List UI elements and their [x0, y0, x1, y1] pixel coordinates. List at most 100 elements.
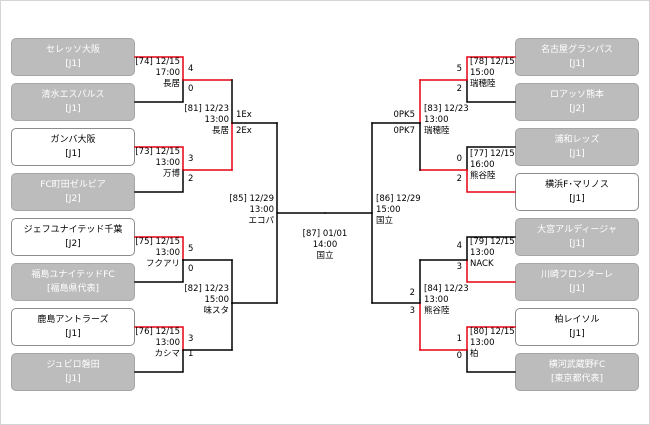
score-m74-bottom: 0 — [188, 84, 194, 94]
team-box-kashiwa-reysol[interactable]: 柏レイソル [J1] — [515, 308, 639, 346]
team-box-jubilo-iwata[interactable]: ジュビロ磐田 [J1] — [11, 353, 135, 391]
score-m83-bottom: 0PK7 — [393, 126, 415, 136]
team-box-kawasaki-frontale[interactable]: 川崎フロンターレ [J1] — [515, 263, 639, 301]
match-number-date: [81] 12/23 — [184, 104, 229, 114]
team-division: [J2] — [569, 104, 585, 114]
team-name: ロアッソ熊本 — [549, 90, 604, 100]
team-name: 横河武蔵野FC — [548, 360, 606, 370]
match-info-m85: [85] 12/29 13:00 エコパ — [214, 194, 274, 227]
line-m74-winner — [134, 56, 184, 81]
match-number-date: [77] 12/15 — [470, 149, 515, 159]
match-info-m84: [84] 12/23 13:00 熊谷陸 — [424, 284, 469, 317]
line-m77-winner — [466, 169, 516, 193]
match-venue: 柏 — [470, 349, 479, 359]
team-division: [J1] — [569, 194, 585, 204]
line-m75-winner — [134, 236, 184, 261]
team-division: [J1] — [569, 284, 585, 294]
match-venue: 国立 — [316, 251, 334, 261]
match-venue: 熊谷陸 — [424, 306, 450, 316]
team-name: 横浜F･マリノス — [545, 180, 609, 190]
match-time: 13:00 — [155, 248, 181, 258]
match-venue: フクアリ — [145, 259, 180, 269]
match-time: 13:00 — [470, 338, 495, 348]
match-info-m77: [77] 12/15 16:00 熊谷陸 — [470, 149, 515, 182]
line-m79-loser — [466, 236, 516, 261]
team-division: [J1] — [569, 149, 585, 159]
match-number-date: [76] 12/15 — [135, 327, 180, 337]
team-box-shimizu-s-pulse[interactable]: 清水エスパルス [J1] — [11, 83, 135, 121]
score-m77-bottom: 2 — [456, 174, 462, 184]
match-venue: NACK — [470, 259, 494, 269]
team-box-nagoya-grampus[interactable]: 名古屋グランパス [J1] — [515, 38, 639, 76]
line-m75-loser — [134, 259, 184, 283]
match-venue: カシマ — [154, 349, 180, 359]
match-info-m79: [79] 12/15 13:00 NACK — [470, 237, 515, 270]
team-name: 柏レイソル — [554, 315, 600, 325]
team-name: ガンバ大阪 — [50, 135, 96, 145]
match-number-date: [73] 12/15 — [135, 147, 180, 157]
team-division: [J1] — [65, 59, 81, 69]
match-venue: 味スタ — [203, 306, 229, 316]
match-venue: 熊谷陸 — [470, 171, 496, 181]
team-box-yokohama-f-marinos[interactable]: 横浜F･マリノス [J1] — [515, 173, 639, 211]
team-box-roasso-kumamoto[interactable]: ロアッソ熊本 [J2] — [515, 83, 639, 121]
team-box-urawa-reds[interactable]: 浦和レッズ [J1] — [515, 128, 639, 166]
score-m77-top: 0 — [456, 154, 462, 164]
match-time: 13:00 — [470, 248, 495, 258]
team-division: [J1] — [65, 329, 81, 339]
match-info-m80: [80] 12/15 13:00 柏 — [470, 327, 515, 360]
score-m73-top: 3 — [188, 154, 194, 164]
match-time: 15:00 — [470, 68, 495, 78]
match-venue: 国立 — [376, 216, 394, 226]
match-number-date: [74] 12/15 — [135, 57, 180, 67]
match-time: 13:00 — [424, 115, 449, 125]
match-venue: 瑞穂陸 — [470, 79, 496, 89]
team-box-omiya-ardija[interactable]: 大宮アルディージャ [J1] — [515, 218, 639, 256]
team-division: [J1] — [65, 149, 81, 159]
match-venue: 万博 — [162, 169, 180, 179]
score-m78-bottom: 2 — [456, 84, 462, 94]
score-m80-bottom: 0 — [456, 351, 462, 361]
team-box-gamba-osaka[interactable]: ガンバ大阪 [J1] — [11, 128, 135, 166]
team-name: 名古屋グランパス — [540, 45, 613, 55]
score-m76-bottom: 1 — [188, 349, 194, 359]
line-m80-loser — [466, 349, 516, 373]
match-venue: エコパ — [248, 216, 274, 226]
score-m76-top: 3 — [188, 334, 194, 344]
match-number-date: [84] 12/23 — [424, 284, 469, 294]
match-venue: 長居 — [211, 126, 229, 136]
team-name: 清水エスパルス — [41, 90, 105, 100]
score-m74-top: 4 — [188, 64, 194, 74]
line-m73-loser — [134, 169, 184, 193]
score-m75-top: 5 — [188, 244, 194, 254]
team-box-cerezo-osaka[interactable]: セレッソ大阪 [J1] — [11, 38, 135, 76]
match-number-date: [79] 12/15 — [470, 237, 515, 247]
line-m77-loser — [466, 146, 516, 171]
team-name: FC町田ゼルビア — [40, 180, 106, 190]
team-division: [福島県代表] — [46, 284, 100, 294]
score-m78-top: 5 — [456, 64, 462, 74]
team-division: [J2] — [65, 239, 81, 249]
team-name: 浦和レッズ — [554, 135, 600, 145]
score-m80-top: 1 — [456, 334, 462, 344]
team-division: [J1] — [569, 329, 585, 339]
line-m76-loser — [134, 349, 184, 373]
match-info-final: [87] 01/01 14:00 国立 — [295, 229, 355, 262]
line-m74-loser — [134, 79, 184, 103]
line-m80-winner — [466, 326, 516, 351]
team-box-fukushima-united[interactable]: 福島ユナイテッドFC [福島県代表] — [11, 263, 135, 301]
match-info-m74: [74] 12/15 17:00 長居 — [120, 57, 180, 90]
match-info-m83: [83] 12/23 13:00 瑞穂陸 — [424, 104, 469, 137]
match-info-m82: [82] 12/23 15:00 味スタ — [169, 284, 229, 317]
team-name: 大宮アルディージャ — [537, 225, 617, 235]
line-m73-winner — [134, 146, 184, 171]
score-m79-bottom: 3 — [456, 262, 462, 272]
score-m84-bottom: 3 — [409, 306, 415, 316]
match-time: 14:00 — [312, 240, 338, 250]
team-division: [J1] — [569, 59, 585, 69]
score-m73-bottom: 2 — [188, 174, 194, 184]
team-box-jef-united-chiba[interactable]: ジェフユナイテッド千葉 [J2] — [11, 218, 135, 256]
match-number-date: [80] 12/15 — [470, 327, 515, 337]
match-time: 17:00 — [155, 68, 181, 78]
team-division: [J1] — [569, 239, 585, 249]
